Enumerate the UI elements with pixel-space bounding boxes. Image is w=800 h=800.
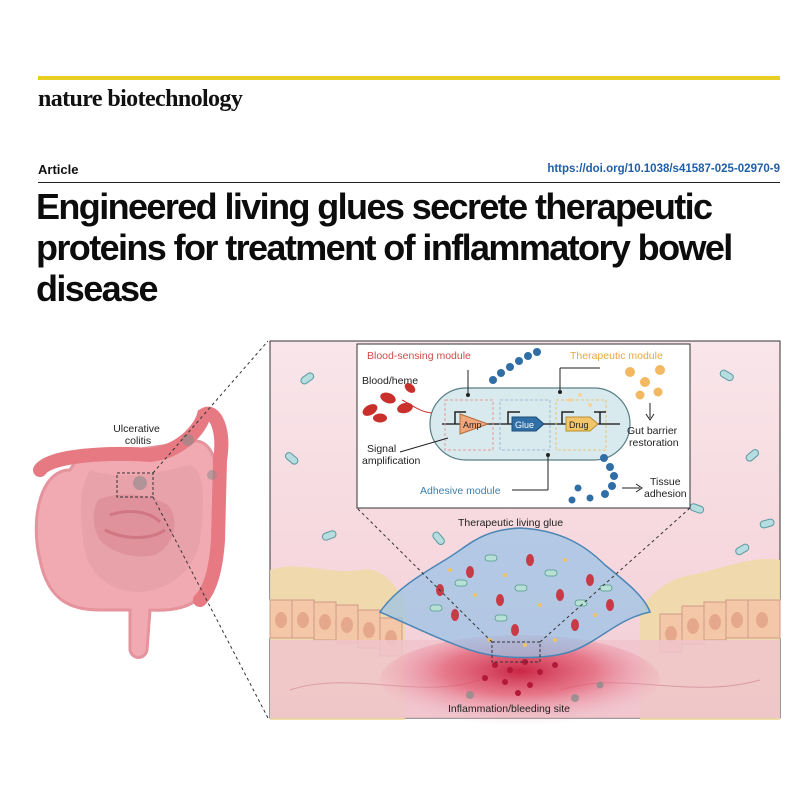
zoom-guide-top (152, 340, 269, 474)
graphical-abstract: Ulcerative colitis (33, 340, 781, 725)
gut-barrier-label: Gut barrier restoration (627, 425, 680, 449)
inflammation-site-label: Inflammation/bleeding site (448, 703, 570, 715)
amp-gene-label: Amp (463, 420, 482, 430)
glue-gene-label: Glue (515, 420, 534, 430)
doi-link[interactable]: https://doi.org/10.1038/s41587-025-02970… (547, 163, 780, 175)
accent-bar (38, 76, 780, 80)
tissue-panel (269, 340, 781, 725)
genetic-circuit-inset (356, 343, 691, 509)
colon-illustration (33, 406, 229, 659)
colon-label: Ulcerative colitis (113, 423, 163, 447)
drug-gene-label: Drug (569, 420, 589, 430)
adhesive-module-label: Adhesive module (420, 485, 501, 497)
tissue-adhesion-label: Tissue adhesion (644, 476, 687, 500)
article-type-label: Article (38, 162, 79, 177)
therapeutic-module-label: Therapeutic module (570, 350, 663, 362)
blood-heme-label: Blood/heme (362, 375, 418, 387)
journal-name: nature biotechnology (38, 86, 243, 112)
therapeutic-glue-label: Therapeutic living glue (458, 517, 563, 529)
article-title: Engineered living glues secrete therapeu… (36, 186, 733, 309)
header-rule (38, 182, 780, 183)
signal-amplification-label: Signal amplification (362, 443, 421, 467)
blood-sensing-module-label: Blood-sensing module (367, 350, 471, 362)
